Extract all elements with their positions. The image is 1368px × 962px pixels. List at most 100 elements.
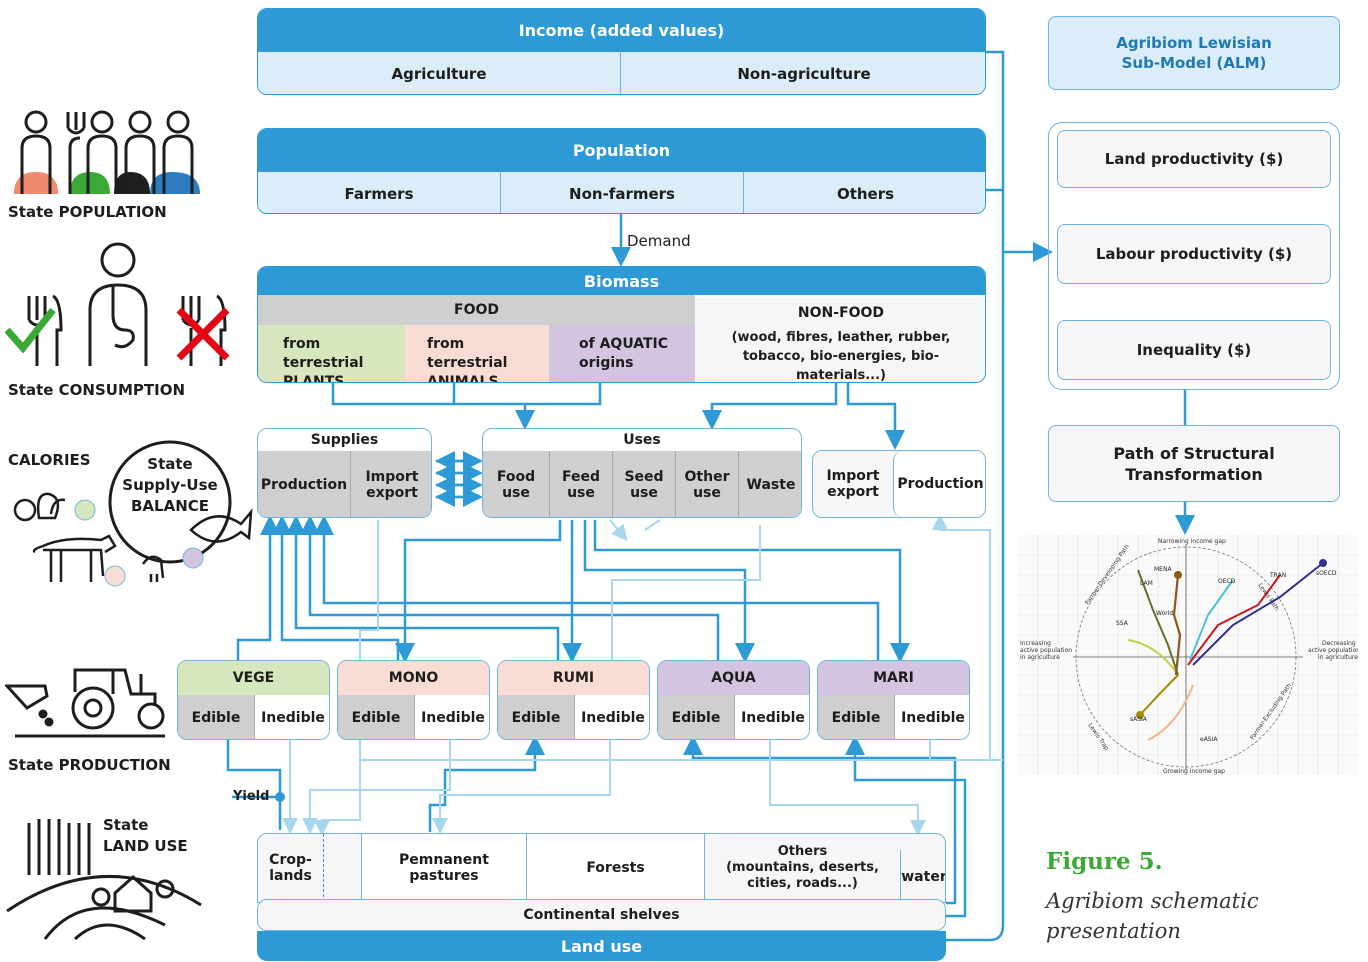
supplies-box: Supplies Production Import export — [257, 428, 432, 518]
uses-other-l2: use — [693, 485, 721, 501]
food-animals-line1: from terrestrial — [427, 336, 508, 371]
sector-inedible: Inedible — [894, 695, 969, 739]
calories-label: CALORIES — [8, 451, 91, 469]
sector-inedible: Inedible — [734, 695, 809, 739]
food-animals-line2: ANIMALS — [427, 374, 499, 383]
supplies-title: Supplies — [310, 432, 379, 448]
chart-left-l2: active population — [1020, 647, 1072, 654]
structural-transformation-chart: Narrowing income gap Growing income gap … — [1018, 535, 1358, 775]
income-box: Income (added values) Agriculture Non-ag… — [257, 8, 986, 95]
sector-inedible: Inedible — [574, 695, 649, 739]
sector-edible: Edible — [658, 695, 734, 739]
sector-inedible: Inedible — [254, 695, 329, 739]
chart-left-l1: Increasing — [1020, 640, 1051, 647]
alm-indicators-box — [1048, 122, 1340, 390]
sector-name: MARI — [818, 661, 969, 695]
state-population-label: State POPULATION — [8, 203, 167, 221]
biomass-title: Biomass — [258, 267, 985, 295]
land-crop-l2: lands — [269, 868, 312, 884]
figure-caption-l1: Agribiom schematic — [1046, 889, 1259, 913]
state-production-label: State PRODUCTION — [8, 756, 171, 774]
land-others-l3: cities, roads...) — [747, 876, 858, 891]
income-agriculture: Agriculture — [258, 52, 621, 94]
food-animals: from terrestrial ANIMALS — [405, 325, 549, 383]
chart-right-l1: Decreasing — [1322, 640, 1356, 647]
biomass-box: Biomass FOOD from terrestrial PLANTS fro… — [257, 266, 986, 383]
land-forests: Forests — [526, 834, 704, 902]
alm-path-l2: Transformation — [1125, 464, 1263, 484]
land-use-icon — [6, 819, 202, 941]
uses-waste: Waste — [738, 451, 801, 517]
balance-label: State Supply-Use BALANCE — [110, 454, 230, 517]
chart-region-label: World — [1156, 610, 1173, 617]
alm-path-l1: Path of Structural — [1113, 443, 1275, 463]
land-label-l2: LAND USE — [103, 837, 188, 855]
nonfood-export: export — [827, 484, 879, 500]
uses-seed-l2: use — [630, 485, 658, 501]
population-title: Population — [258, 129, 985, 172]
figure-label: Figure 5. — [1046, 848, 1163, 875]
consumption-icon — [5, 242, 230, 366]
population-icon — [14, 110, 200, 194]
figure-caption: Agribiom schematic presentation — [1046, 886, 1259, 946]
land-croplands: Crop-lands — [258, 834, 324, 902]
balance-l1: State — [147, 455, 193, 473]
supplies-export: export — [366, 485, 418, 501]
sector-edible: Edible — [178, 695, 254, 739]
land-past-l2: pastures — [409, 868, 479, 884]
population-others: Others — [744, 172, 985, 213]
population-box: Population Farmers Non-farmers Others — [257, 128, 986, 214]
uses-other-l1: Other — [684, 469, 730, 485]
alm-inequality: Inequality ($) — [1057, 320, 1331, 380]
chart-region-label: OECD — [1218, 578, 1236, 585]
uses-feed-l1: Feed — [561, 469, 600, 485]
sector-edible: Edible — [498, 695, 574, 739]
alm-title-l1: Agribiom Lewisian — [1116, 34, 1272, 52]
demand-label: Demand — [627, 232, 691, 250]
sector-name: MONO — [338, 661, 489, 695]
chart-region-label: LAM — [1140, 580, 1153, 587]
chart-left-l3: in agriculture — [1020, 654, 1060, 661]
chart-region-label: MENA — [1154, 566, 1172, 573]
alm-title-box: Agribiom Lewisian Sub-Model (ALM) — [1048, 16, 1340, 90]
state-consumption-label: State CONSUMPTION — [8, 381, 185, 399]
land-label-l1: State — [103, 816, 149, 834]
land-shelves: Continental shelves — [257, 899, 946, 931]
food-aquatic-line2: origins — [579, 355, 634, 371]
income-non-agriculture: Non-agriculture — [621, 52, 985, 94]
sector-name: AQUA — [658, 661, 809, 695]
food-header: FOOD — [258, 295, 695, 325]
yield-label: Yield — [233, 789, 270, 804]
chart-bottom-label: Growing income gap — [1163, 768, 1225, 775]
supplies-import: Import — [365, 469, 419, 485]
food-plants-line1: from terrestrial — [283, 336, 364, 371]
land-use-label: State LAND USE — [103, 815, 188, 857]
alm-land-productivity: Land productivity ($) — [1057, 130, 1331, 188]
uses-title: Uses — [623, 432, 661, 448]
income-title: Income (added values) — [258, 9, 985, 52]
alm-title-l2: Sub-Model (ALM) — [1121, 54, 1267, 72]
uses-food-l2: use — [502, 485, 530, 501]
land-past-l1: Pemnanent — [399, 852, 489, 868]
uses-seed-l1: Seed — [624, 469, 664, 485]
balance-l3: BALANCE — [130, 497, 210, 515]
nonfood-production: Production — [893, 451, 985, 517]
uses-food-l1: Food — [496, 469, 536, 485]
non-food-detail: (wood, fibres, leather, rubber, tobacco,… — [695, 329, 985, 382]
uses-feed-l2: use — [567, 485, 595, 501]
sector-name: VEGE — [178, 661, 329, 695]
chart-region-label: eASIA — [1200, 736, 1218, 743]
food-plants: from terrestrial PLANTS — [258, 325, 405, 382]
